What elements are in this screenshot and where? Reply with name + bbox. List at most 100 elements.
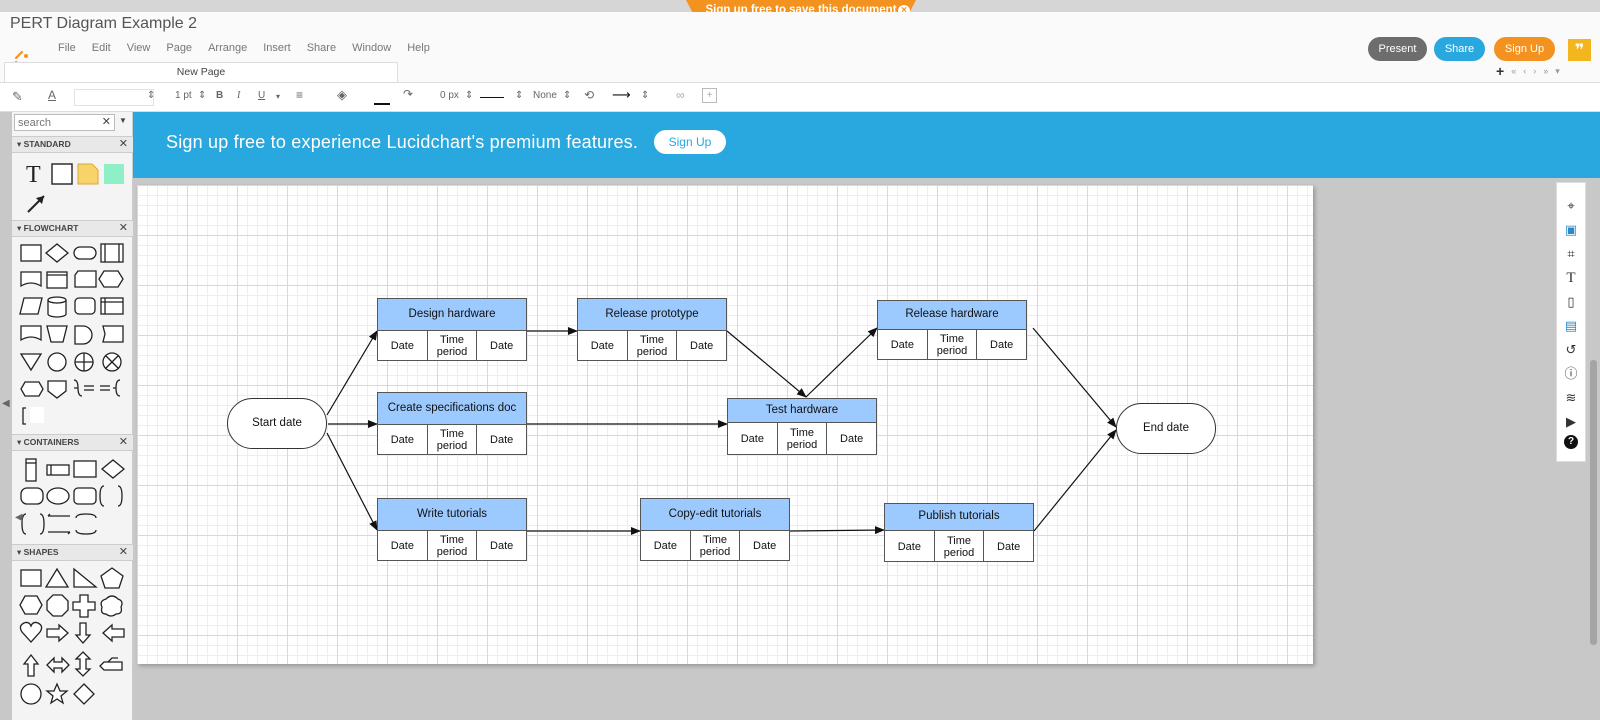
layers-icon[interactable]: ≋ [1565,390,1577,405]
banner-signup-button[interactable]: Sign Up [654,130,726,154]
menu-help[interactable]: Help [407,42,430,54]
image-icon[interactable]: ▣ [1564,222,1578,237]
close-section-icon[interactable]: ✕ [118,138,128,150]
fill-color-icon[interactable]: ◈ [337,87,347,102]
line-width-stepper-icon[interactable]: ⇕ [198,90,207,101]
signup-button[interactable]: Sign Up [1494,37,1555,61]
spacing-value[interactable]: 0 px [440,90,459,101]
font-family-select[interactable] [74,89,154,106]
menu-window[interactable]: Window [352,42,392,54]
line-style-icon[interactable] [480,97,504,98]
menu-edit[interactable]: Edit [91,42,111,54]
section-containers[interactable]: ▾ CONTAINERS✕ [12,434,133,451]
insert-image-icon[interactable]: + [702,88,717,103]
vertical-scrollbar[interactable] [1590,360,1597,645]
crop-icon[interactable]: ⌗ [1567,246,1575,261]
text-icon[interactable]: T [1566,270,1576,286]
shape-search: ✕ [14,114,115,131]
end-date-cell: Date [476,425,526,455]
spacing-stepper-icon[interactable]: ⇕ [465,90,474,101]
section-standard[interactable]: ▾ STANDARD✕ [12,136,133,153]
next-page-icon[interactable]: › [1533,66,1537,76]
arrow-end-stepper-icon[interactable]: ⇕ [641,90,650,101]
link-icon[interactable]: ∞ [676,88,685,102]
section-shapes[interactable]: ▾ SHAPES✕ [12,544,133,561]
menu-page[interactable]: Page [166,42,193,54]
menu-insert[interactable]: Insert [263,42,291,54]
document-icon[interactable]: ▤ [1564,318,1578,333]
search-clear-icon[interactable]: ✕ [101,116,111,128]
line-color-icon[interactable] [374,103,390,105]
menu-file[interactable]: File [58,42,76,54]
prev-page-icon[interactable]: ‹ [1523,66,1527,76]
page-icon[interactable]: ▯ [1567,294,1575,309]
document-title[interactable]: PERT Diagram Example 2 [10,15,198,32]
present-button[interactable]: Present [1368,37,1427,61]
feedback-quote-icon[interactable]: ❞ [1568,39,1591,61]
collapse-sidebar-icon[interactable]: ◀ [15,512,23,523]
share-button[interactable]: Share [1434,37,1485,61]
arrow-start-select[interactable]: None [533,90,557,101]
task-title: Publish tutorials [885,504,1033,531]
time-label: Time [439,428,465,440]
add-page-icon[interactable]: + [1496,63,1505,79]
text-color-icon[interactable]: A [48,88,57,102]
line-curve-icon[interactable]: ↷ [403,87,414,101]
container-shapes-grid[interactable] [18,456,128,536]
first-page-icon[interactable]: « [1511,66,1517,76]
arrow-end-icon[interactable]: ⟶ [612,87,631,102]
page-menu-caret-icon[interactable]: ▾ [1555,66,1560,76]
italic-button[interactable]: I [237,90,241,101]
info-icon[interactable]: ⓘ [1564,366,1578,381]
shape-search-input[interactable] [15,115,101,130]
section-flowchart[interactable]: ▾ FLOWCHART✕ [12,220,133,237]
presentation-icon[interactable]: ▶ [1566,414,1576,429]
align-text-icon[interactable]: ≡ [296,88,304,102]
flowchart-shapes-grid[interactable] [18,240,128,430]
menu-arrange[interactable]: Arrange [208,42,248,54]
bold-button[interactable]: B [216,90,224,101]
history-icon[interactable]: ↺ [1565,342,1577,357]
close-section-icon[interactable]: ✕ [118,222,128,234]
search-options-caret-icon[interactable]: ▼ [119,116,127,125]
task-title: Test hardware [728,399,876,423]
basic-shapes-grid[interactable] [18,566,128,706]
page-tab-new-page[interactable]: New Page [4,62,398,82]
arrow-start-stepper-icon[interactable]: ⇕ [563,90,572,101]
menu-view[interactable]: View [126,42,151,54]
sidebar-edge-toggle-icon[interactable]: ◀ [2,398,10,409]
swap-arrows-icon[interactable]: ⟲ [584,88,595,102]
end-date-cell: Date [826,423,876,455]
line-width-value[interactable]: 1 pt [175,90,192,101]
font-stepper-icon[interactable]: ⇕ [147,90,156,101]
end-date-node[interactable]: End date [1116,403,1216,454]
start-date-node[interactable]: Start date [227,398,327,449]
shape-library-sidebar: ✕ ▼ ▾ STANDARD✕ T ▾ FLOWCHART✕ [12,112,133,720]
underline-options-icon[interactable]: ▾ [276,92,281,101]
help-icon[interactable]: ? [1564,435,1578,449]
line-style-stepper-icon[interactable]: ⇕ [515,90,524,101]
crosshair-icon[interactable]: ⌖ [1567,198,1575,213]
underline-button[interactable]: U [258,90,266,101]
svg-text:T: T [26,162,41,188]
last-page-icon[interactable]: » [1543,66,1549,76]
format-painter-icon[interactable]: ✎ [12,89,23,104]
standard-shapes-grid[interactable]: T [18,158,128,218]
right-tool-rail: ⌖ ▣ ⌗ T ▯ ▤ ↺ ⓘ ≋ ▶ ? [1556,182,1586,462]
close-section-icon[interactable]: ✕ [118,436,128,448]
close-section-icon[interactable]: ✕ [118,546,128,558]
period-label: period [436,440,468,452]
menu-share[interactable]: Share [306,42,337,54]
